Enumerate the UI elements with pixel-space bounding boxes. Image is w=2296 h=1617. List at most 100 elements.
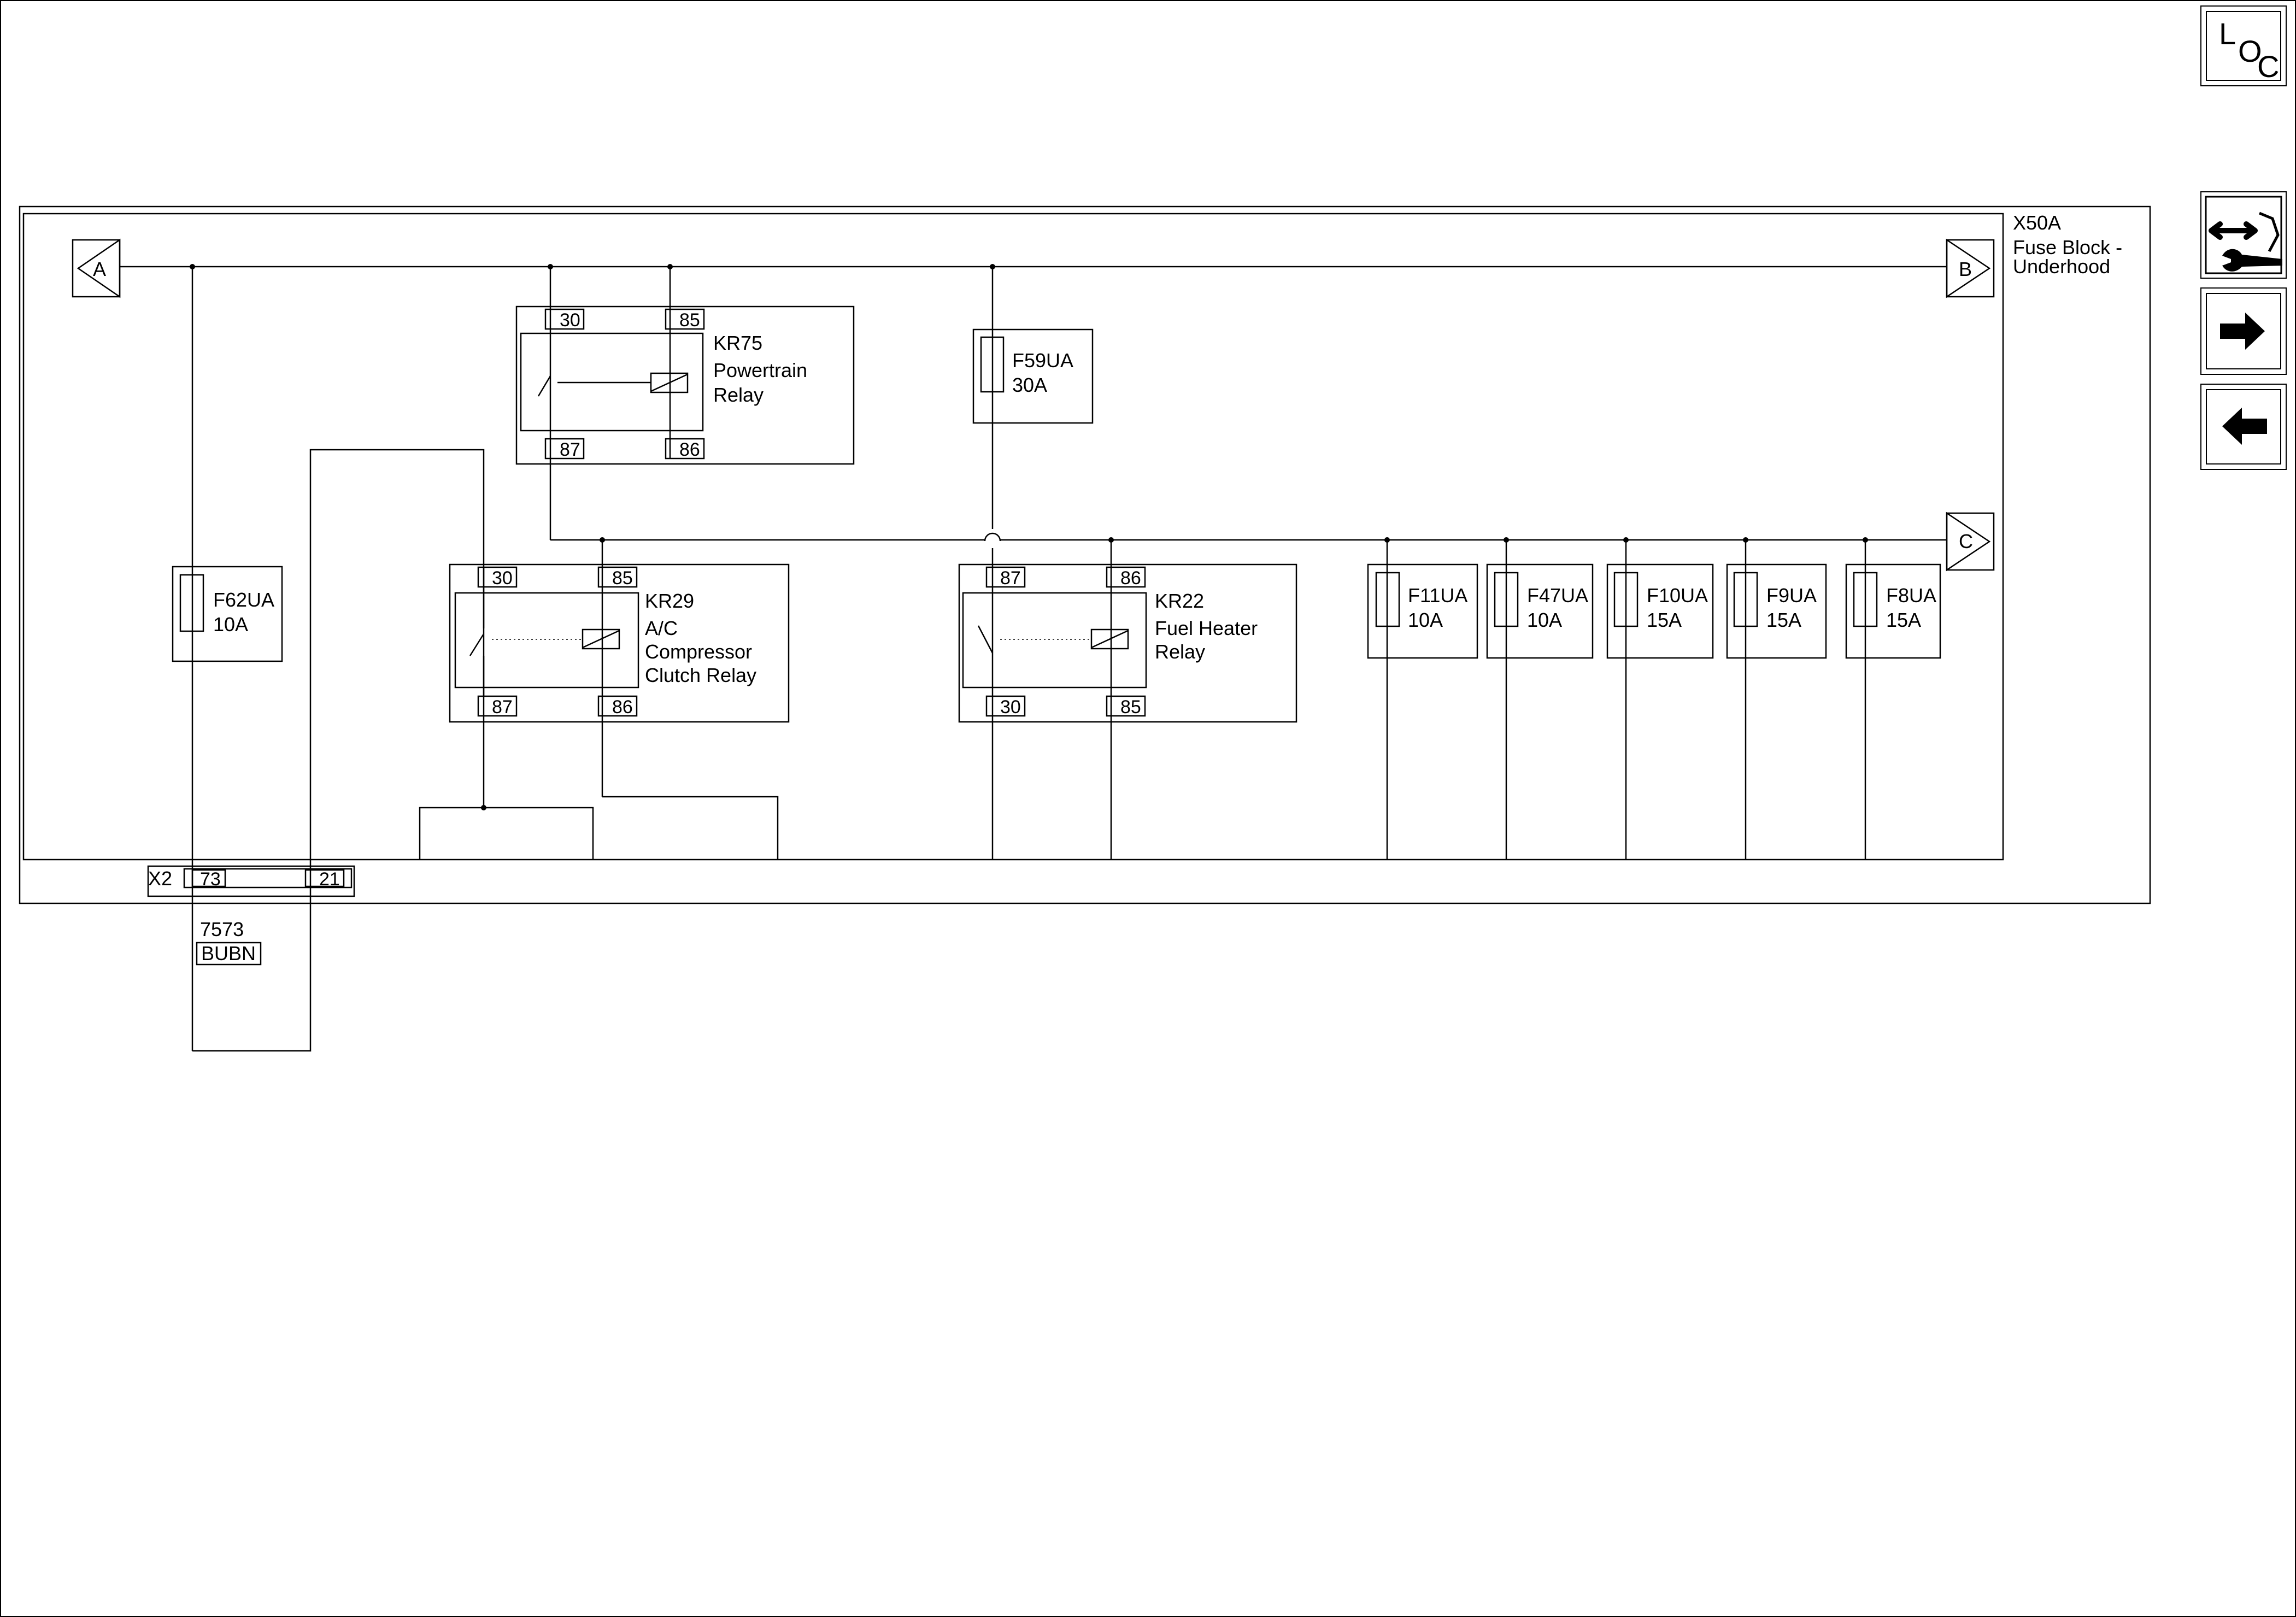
kr29-pin-85-box (597, 566, 638, 588)
splice-dot (481, 805, 486, 810)
x2-pin-73: 73 (200, 869, 221, 890)
kr29-pin-30: 30 (492, 568, 513, 589)
x2-pin-73-box (191, 869, 226, 887)
kr22-pin-30-box (985, 695, 1026, 717)
f8ua-id: F8UA (1886, 584, 1936, 607)
kr75-outline (515, 305, 855, 465)
loc-letter-c: C (2257, 49, 2280, 84)
offpage-c-arrow (1946, 511, 1991, 572)
fuse-block-inner-outline (22, 213, 2004, 861)
kr22-pin-85: 85 (1120, 697, 1141, 718)
kr29-pin-87-box (477, 695, 518, 717)
f59ua-rating: 30A (1012, 374, 1047, 396)
kr29-pin-86-box (597, 695, 638, 717)
loc-letter-o: O (2238, 34, 2262, 68)
kr75-coil-slash (650, 373, 688, 392)
splice-dot (1108, 537, 1114, 543)
kr75-pin-86-box (665, 438, 705, 460)
x2-connector-outline (147, 865, 355, 897)
location-locator-icon: L O C (2206, 11, 2281, 84)
splice-dot (1863, 537, 1868, 543)
f10ua-id: F10UA (1647, 584, 1708, 607)
f10ua-outline (1606, 563, 1714, 659)
f62ua-element (179, 574, 204, 632)
internal-branch-box (419, 807, 594, 860)
arrow-right-icon (2220, 313, 2265, 350)
kr29-pin-86: 86 (612, 697, 633, 718)
offpage-c-label: C (1959, 530, 1973, 552)
f47ua-outline (1486, 563, 1594, 659)
connector-wrench-icon (2205, 196, 2282, 274)
fuse-block-outline (19, 205, 2151, 904)
connector-end-view-button[interactable] (2200, 191, 2287, 279)
kr29-inner (454, 592, 639, 689)
f62ua-outline (172, 566, 283, 662)
splice-dot (990, 264, 995, 269)
kr22-pin-85-box (1106, 695, 1146, 717)
f8ua-rating: 15A (1886, 609, 1921, 631)
kr22-pin-87-box (985, 566, 1026, 588)
kr75-switch (537, 375, 551, 397)
offpage-b-arrow (1946, 238, 1991, 298)
f9ua-id: F9UA (1766, 584, 1817, 607)
offpage-b-label: B (1959, 258, 1972, 280)
kr22-coil (1090, 628, 1129, 650)
splice-dot (1384, 537, 1390, 543)
kr75-id: KR75 (713, 332, 762, 354)
kr22-pin-86-box (1106, 566, 1146, 588)
splice-dot (548, 264, 553, 269)
kr29-coil-slash (582, 630, 620, 649)
kr75-inner (520, 332, 704, 432)
kr75-pin-30-box (544, 308, 585, 330)
offpage-a-label: A (93, 258, 106, 280)
f11ua-id: F11UA (1408, 584, 1467, 607)
kr22-pin-87: 87 (1000, 568, 1021, 589)
f62ua-id: F62UA (213, 589, 274, 611)
x2-id: X2 (148, 867, 172, 890)
next-page-frame (2206, 293, 2281, 369)
f47ua-rating: 10A (1527, 609, 1562, 631)
splice-dot (600, 537, 605, 543)
wire-color-code: BUBN (201, 942, 256, 965)
next-page-button[interactable] (2200, 287, 2287, 375)
fuse-block-id: X50A (2013, 211, 2061, 234)
kr22-switch (977, 625, 994, 654)
fuse-block-name-1: Fuse Block - (2013, 236, 2122, 258)
f10ua-rating: 15A (1647, 609, 1682, 631)
kr22-outline (958, 563, 1297, 723)
kr75-pin-85: 85 (679, 310, 700, 331)
kr22-coil-slash (1091, 630, 1129, 649)
kr29-pin-30-box (477, 566, 518, 588)
fuse-block-name-2: Underhood (2013, 255, 2110, 278)
kr29-wire-86-out (602, 796, 779, 860)
splice-dot (1504, 537, 1509, 543)
kr29-coil (582, 628, 620, 650)
kr22-name-1: Fuel Heater (1155, 617, 1258, 639)
splice-dot (190, 264, 195, 269)
kr29-name-2: Compressor (645, 640, 752, 663)
splice-dot (1743, 537, 1748, 543)
kr29-pin-87: 87 (492, 697, 513, 718)
kr22-inner (962, 592, 1147, 689)
kr75-pin-30: 30 (560, 310, 580, 331)
x2-connector-inner (183, 868, 353, 889)
fuse-row (1367, 540, 1941, 860)
kr29-name-3: Clutch Relay (645, 664, 756, 686)
kr29-switch (469, 633, 485, 656)
kr22-pin-30: 30 (1000, 697, 1021, 718)
offpage-a-arrow (77, 238, 121, 298)
kr75-name-1: Powertrain (713, 359, 807, 381)
arrow-left-icon (2222, 408, 2267, 445)
previous-page-button[interactable] (2200, 384, 2287, 470)
f9ua-outline (1726, 563, 1827, 659)
kr75-pin-85-box (665, 308, 705, 330)
x2-pin-21: 21 (319, 869, 340, 890)
f62ua-rating: 10A (213, 613, 248, 636)
splice-dot (1623, 537, 1629, 543)
component-locator-button[interactable]: L O C (2200, 5, 2287, 86)
f59ua-outline (972, 328, 1094, 424)
f9ua-rating: 15A (1766, 609, 1801, 631)
kr29-id: KR29 (645, 590, 694, 612)
kr75-pin-86: 86 (679, 439, 700, 460)
